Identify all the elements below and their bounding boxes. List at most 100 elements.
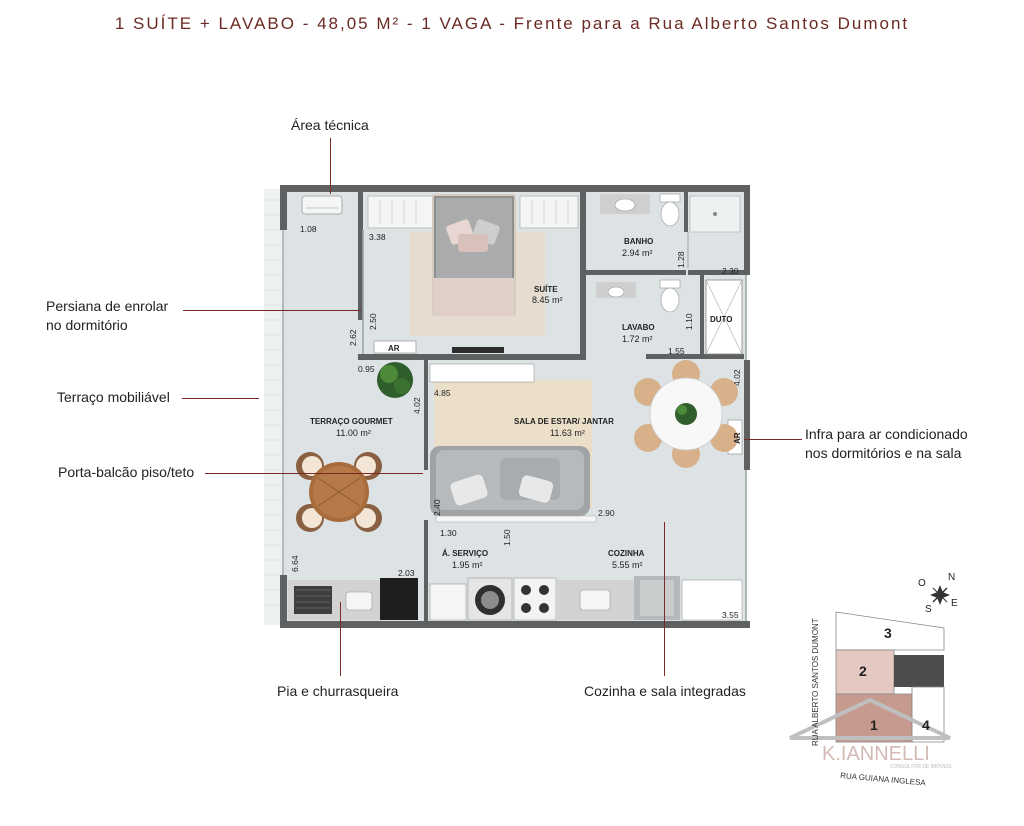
leader-persiana — [183, 310, 361, 311]
dim-2-30: 2.30 — [722, 266, 739, 276]
watermark-consultor: CONSULTOR DE IMÓVEIS — [890, 763, 952, 770]
leader-pia — [340, 602, 341, 676]
room-terraco-name: TERRAÇO GOURMET — [310, 417, 393, 426]
dim-1-50: 1.50 — [502, 529, 512, 546]
kitchen-cabinet — [681, 579, 743, 621]
key-street-vertical: RUA ALBERTO SANTOS DUMONT — [811, 618, 820, 746]
room-cozinha-area: 5.55 m² — [612, 560, 643, 570]
compass-icon — [930, 585, 950, 605]
wall-right-lower — [744, 360, 750, 470]
dim-2-62: 2.62 — [348, 329, 358, 346]
room-banho-area: 2.94 m² — [622, 248, 653, 258]
leader-terraco — [182, 398, 259, 399]
room-servico-name: Á. SERVIÇO — [442, 549, 488, 558]
bbq-counter — [288, 580, 382, 620]
page-title: 1 SUÍTE + LAVABO - 48,05 M² - 1 VAGA - F… — [114, 14, 910, 33]
terrace-edge-strip — [264, 189, 282, 625]
wall-banho-divider — [684, 192, 688, 232]
tv-cabinet — [429, 363, 535, 383]
dining-table — [634, 360, 738, 468]
lavabo-fixtures — [596, 279, 681, 313]
wardrobe-right — [519, 195, 579, 229]
dim-3-55: 3.55 — [722, 610, 739, 620]
callout-persiana-line2: no dormitório — [46, 317, 128, 333]
banho-fixtures — [600, 193, 741, 268]
callout-persiana-line1: Persiana de enrolar — [46, 298, 169, 314]
callout-cozinha-sala: Cozinha e sala integradas — [584, 683, 746, 699]
room-banho-name: BANHO — [624, 237, 653, 246]
callout-infra-line2: nos dormitórios e na sala — [805, 445, 962, 461]
watermark-creci: CRECI - 30436 — [850, 737, 884, 743]
wall-lavabo-bottom — [646, 354, 744, 359]
callout-pia-churrasqueira: Pia e churrasqueira — [277, 683, 399, 699]
wardrobe-left — [367, 195, 435, 229]
wall-duto — [700, 275, 704, 359]
room-lavabo-name: LAVABO — [622, 323, 655, 332]
wall-sala-left — [424, 360, 428, 470]
callout-persiana: Persiana de enrolar no dormitório — [46, 297, 168, 335]
compass-o: O — [918, 578, 926, 589]
compass-s: S — [925, 604, 932, 615]
wall-bottom — [280, 621, 750, 628]
room-suite-name: SUÍTE — [534, 285, 558, 294]
ar-box-suite — [373, 340, 417, 354]
wall-left-top — [280, 185, 287, 230]
ar-label-sala: AR — [733, 432, 742, 444]
key-plan — [789, 611, 951, 743]
ar-label-suite: AR — [388, 344, 400, 353]
dim-0-95: 0.95 — [358, 364, 375, 374]
dim-2-03: 2.03 — [398, 568, 415, 578]
watermark-brand: K.IANNELLI — [822, 743, 930, 765]
key-unit-3: 3 — [884, 625, 892, 641]
bed — [432, 194, 516, 316]
wall-suite-right — [580, 192, 586, 360]
leader-porta-balcao — [205, 473, 423, 474]
leader-area-tecnica — [330, 138, 331, 194]
key-unit-4: 4 — [922, 717, 930, 733]
compass-e: E — [951, 598, 958, 609]
wall-right — [744, 185, 750, 275]
sofa — [430, 446, 590, 516]
wall-banho-bottom — [586, 270, 686, 275]
ac-unit — [301, 195, 343, 215]
wall-duto-top — [688, 270, 750, 275]
room-cozinha-name: COZINHA — [608, 549, 645, 558]
wall-top — [280, 185, 750, 192]
compass-n: N — [948, 572, 955, 583]
room-terraco-area: 11.00 m² — [336, 428, 371, 438]
tv — [452, 347, 504, 353]
dim-1-10: 1.10 — [684, 313, 694, 330]
key-unit-2: 2 — [859, 663, 867, 679]
terrace-fridge — [380, 578, 418, 620]
callout-area-tecnica: Área técnica — [291, 117, 369, 133]
key-street-horizontal: RUA GUIANA INGLESA — [840, 771, 927, 788]
room-sala-name: SALA DE ESTAR/ JANTAR — [514, 417, 614, 426]
wall-left-bottom — [280, 575, 287, 628]
dim-3-38: 3.38 — [369, 232, 386, 242]
callout-infra-ar: Infra para ar condicionado nos dormitóri… — [805, 425, 968, 463]
terrace-table — [296, 452, 382, 532]
dim-1-08: 1.08 — [300, 224, 317, 234]
callout-porta-balcao: Porta-balcão piso/teto — [58, 464, 195, 480]
dim-1-30: 1.30 — [440, 528, 457, 538]
room-sala-area: 11.63 m² — [550, 428, 585, 438]
dim-1-28: 1.28 — [676, 251, 686, 268]
kitchen-counter — [556, 580, 634, 620]
cooktop — [513, 577, 557, 621]
wall-suite-bottom — [358, 354, 580, 360]
wall-suite-left — [358, 192, 363, 320]
dim-2-50: 2.50 — [368, 313, 378, 330]
dim-2-90: 2.90 — [598, 508, 615, 518]
service-fixtures — [429, 577, 513, 621]
dim-4-85: 4.85 — [434, 388, 451, 398]
room-lavabo-area: 1.72 m² — [622, 334, 653, 344]
room-duto: DUTO — [710, 315, 733, 324]
dim-2-40: 2.40 — [432, 499, 442, 516]
wall-service — [424, 520, 428, 625]
dim-1-55: 1.55 — [668, 346, 685, 356]
leader-infra-ar — [744, 439, 802, 440]
callout-infra-line1: Infra para ar condicionado — [805, 426, 968, 442]
leader-cozinha — [664, 522, 665, 676]
key-unit-1: 1 — [870, 717, 878, 733]
